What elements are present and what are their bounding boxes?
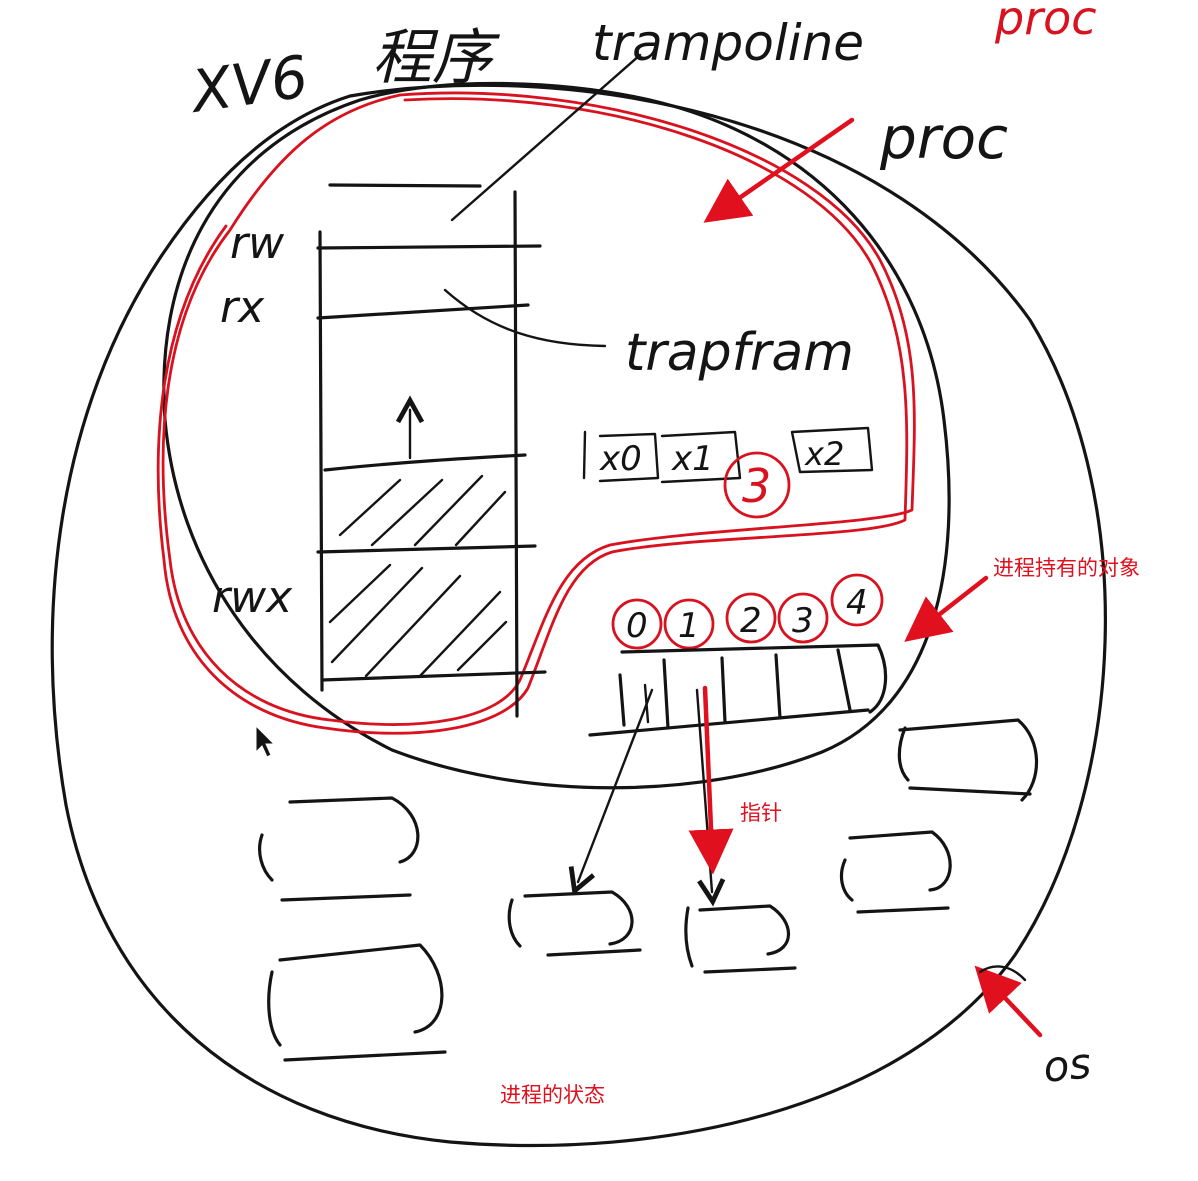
stack-line-mid [316, 544, 537, 554]
os-pointer-hook [978, 965, 1027, 982]
hatch-lower [328, 563, 508, 678]
stack-left-edge [318, 230, 324, 692]
pointer-red-arrow [688, 685, 734, 875]
os-object-1 [897, 718, 1039, 802]
os-object-4 [507, 890, 642, 957]
fd0-pointer-arrow [578, 688, 654, 882]
trampoline-label: trampoline [592, 14, 864, 72]
register-box-x1 [660, 430, 742, 484]
title-xv6: XV6 [185, 42, 313, 126]
title-program: 程序 [372, 23, 500, 93]
perm-rwx-label: rwx [212, 572, 293, 623]
hatch-upper [338, 474, 507, 547]
fd-table-bottom [588, 708, 870, 737]
fd-cell-divider-1 [618, 673, 626, 727]
fd-cell-divider-3 [720, 656, 727, 724]
mouse-cursor-icon [255, 724, 276, 758]
trampoline-pointer-line [450, 53, 642, 222]
os-red-arrow [974, 965, 1043, 1038]
fd-number-row: 0 1 2 3 4 [611, 573, 884, 650]
register-row: x0 x1 x2 [582, 426, 874, 484]
proc-label: proc [879, 104, 1008, 172]
annotation-pointer: 指针 [740, 801, 782, 825]
fd-table [588, 643, 888, 737]
memory-layout [316, 183, 547, 718]
os-object-5 [684, 904, 797, 974]
circled-three-ring [723, 451, 791, 519]
fd-cell-divider-2 [662, 658, 670, 730]
os-object-3 [839, 830, 952, 914]
stack-line-bottom [320, 670, 547, 682]
fd-circle-2 [725, 592, 777, 644]
fd-circle-1 [663, 598, 715, 650]
proc-label-red: proc [994, 0, 1097, 45]
fd-cell-divider-4 [774, 653, 782, 720]
os-label: os [1041, 1038, 1093, 1092]
register-box-x0 [582, 430, 660, 483]
stack-line-heap-top [323, 453, 527, 472]
objects-red-arrow [904, 575, 989, 642]
proc-outline-red [156, 91, 916, 735]
fd-circle-3 [777, 592, 829, 644]
fd-circle-4 [830, 573, 884, 627]
proc-red-arrow [703, 117, 855, 223]
trapframe-pointer-line [443, 288, 607, 348]
os-boundary-circle [50, 83, 1107, 1148]
os-object-6 [267, 943, 447, 1062]
annotation-process-objects: 进程持有的对象 [993, 556, 1140, 580]
fd-circle-0 [611, 598, 663, 650]
annotation-process-state: 进程的状态 [500, 1083, 605, 1107]
fd-number-4: 4 [846, 583, 868, 623]
os-objects [258, 718, 1039, 1062]
perm-rx-label: rx [220, 282, 265, 333]
register-x2-label: x2 [804, 435, 844, 473]
stack-top-line [328, 183, 482, 188]
stack-line-rx [316, 303, 530, 320]
perm-rw-label: rw [230, 218, 285, 269]
os-object-2 [258, 796, 420, 902]
trapframe-label: trapfram [625, 323, 854, 383]
register-box-x2 [790, 426, 874, 474]
fd-cell-divider-5 [836, 648, 852, 712]
circled-three-label: 3 [742, 459, 771, 513]
fd-number-0: 0 [626, 606, 648, 646]
fd-number-1: 1 [678, 606, 700, 646]
register-x0-label: x0 [599, 439, 642, 479]
fd-number-2: 2 [740, 601, 762, 641]
fd-table-top [620, 643, 888, 714]
stack-line-rw [316, 244, 542, 250]
fd-number-3: 3 [792, 601, 814, 641]
register-x1-label: x1 [671, 439, 714, 479]
